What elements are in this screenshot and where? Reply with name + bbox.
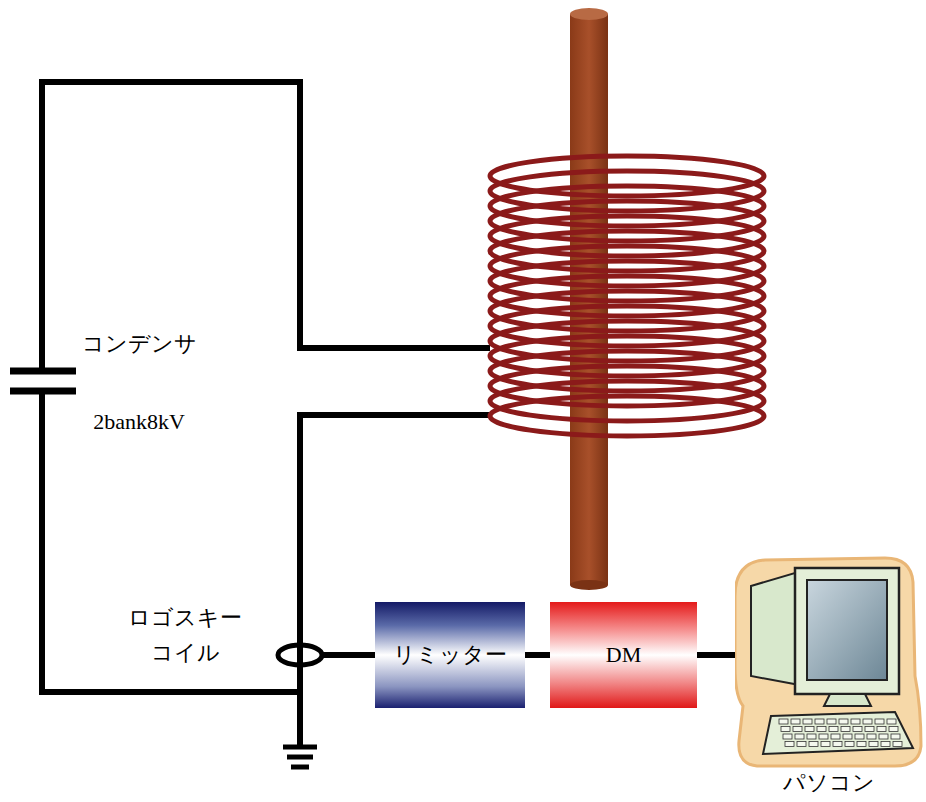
capacitor-symbol bbox=[10, 371, 76, 391]
dm-box: DM bbox=[550, 602, 697, 708]
computer-label: パソコン bbox=[783, 768, 875, 798]
computer-icon: パソコン bbox=[735, 556, 923, 800]
wire bbox=[42, 394, 300, 692]
box-label: DM bbox=[606, 642, 641, 668]
wire bbox=[42, 82, 490, 368]
computer-illustration bbox=[735, 556, 923, 768]
box-label: リミッター bbox=[393, 640, 507, 670]
wire bbox=[322, 652, 375, 658]
rogowski-coil-label: ロゴスキー コイル bbox=[120, 600, 250, 670]
coil-windings bbox=[490, 156, 764, 436]
signal-wire bbox=[697, 652, 735, 658]
capacitor-rating: 2bank8kV bbox=[74, 404, 204, 439]
signal-wire bbox=[525, 652, 550, 658]
ground-symbol bbox=[283, 747, 317, 767]
limiter-box: リミッター bbox=[375, 602, 525, 708]
coil-turn bbox=[490, 396, 764, 436]
capacitor-label: コンデンサ bbox=[74, 326, 204, 361]
rogowski-coil-symbol bbox=[278, 645, 322, 665]
